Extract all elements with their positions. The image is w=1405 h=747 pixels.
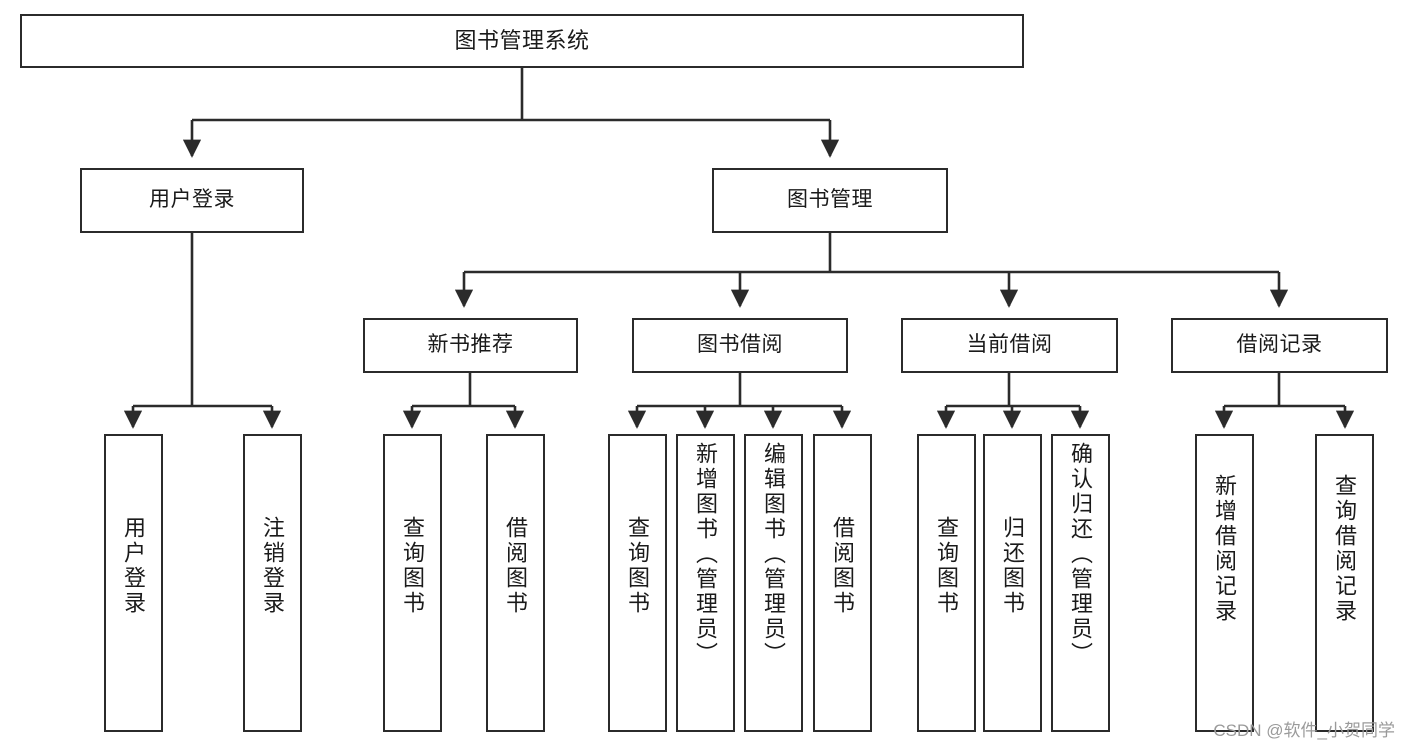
leaf-query-book-current[interactable]: 查询图书 [917,434,976,732]
node-label: 查询图书 [400,516,426,616]
node-label: 新增图书（管理员） [693,442,719,667]
node-label: 确认归还（管理员） [1068,442,1094,667]
leaf-user-login[interactable]: 用户登录 [104,434,163,732]
leaf-query-book-borrow[interactable]: 查询图书 [608,434,667,732]
node-label: 借阅图书 [503,516,529,616]
node-label: 归还图书 [1000,516,1026,616]
node-label: 用户登录 [149,188,235,212]
leaf-query-book-recommend[interactable]: 查询图书 [383,434,442,732]
node-label: 新书推荐 [427,333,514,357]
leaf-logout-login[interactable]: 注销登录 [243,434,302,732]
leaf-borrow-book-borrow[interactable]: 借阅图书 [813,434,872,732]
node-user-login[interactable]: 用户登录 [80,168,304,233]
node-label: 注销登录 [260,516,286,616]
node-label: 查询借阅记录 [1332,474,1358,624]
node-new-book-recommend[interactable]: 新书推荐 [363,318,578,373]
node-current-borrow[interactable]: 当前借阅 [901,318,1118,373]
leaf-query-borrow-record[interactable]: 查询借阅记录 [1315,434,1374,732]
node-book-manage[interactable]: 图书管理 [712,168,948,233]
node-borrow-record[interactable]: 借阅记录 [1171,318,1388,373]
node-label: 编辑图书（管理员） [761,442,787,667]
leaf-confirm-return-admin[interactable]: 确认归还（管理员） [1051,434,1110,732]
node-book-borrow[interactable]: 图书借阅 [632,318,848,373]
node-label: 当前借阅 [966,333,1053,357]
leaf-borrow-book-recommend[interactable]: 借阅图书 [486,434,545,732]
csdn-watermark: CSDN @软件_小贺同学 [1213,721,1395,740]
node-label: 新增借阅记录 [1212,474,1238,624]
node-label: 图书借阅 [697,333,783,357]
leaf-return-book[interactable]: 归还图书 [983,434,1042,732]
node-label: 借阅图书 [830,516,856,616]
node-label: 图书管理系统 [454,28,590,54]
node-label: 查询图书 [625,516,651,616]
leaf-add-borrow-record[interactable]: 新增借阅记录 [1195,434,1254,732]
node-label: 图书管理 [787,188,873,212]
node-label: 用户登录 [121,516,147,616]
node-label: 查询图书 [934,516,960,616]
leaf-add-book-admin[interactable]: 新增图书（管理员） [676,434,735,732]
node-root-system[interactable]: 图书管理系统 [20,14,1024,68]
node-label: 借阅记录 [1236,333,1323,357]
leaf-edit-book-admin[interactable]: 编辑图书（管理员） [744,434,803,732]
